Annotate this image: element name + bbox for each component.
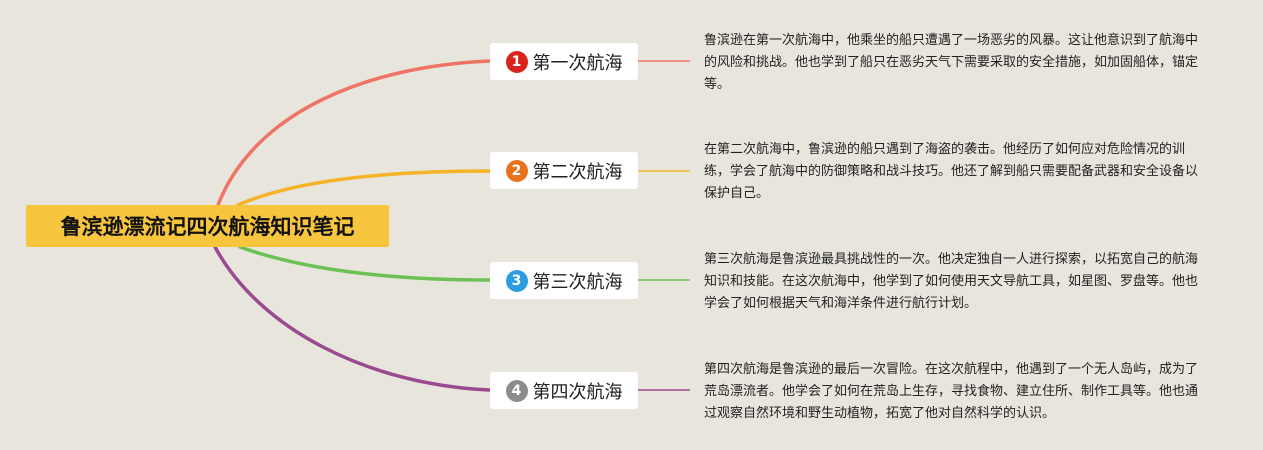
branch-1-connector <box>216 59 492 207</box>
central-topic[interactable]: 鲁滨逊漂流记四次航海知识笔记 <box>26 205 389 247</box>
branch-topic-3[interactable]: 3 第三次航海 <box>490 262 638 299</box>
branch-topic-2[interactable]: 2 第二次航海 <box>490 152 638 189</box>
number-badge-1-icon: 1 <box>505 50 528 73</box>
branch-topic-1[interactable]: 1 第一次航海 <box>490 43 638 80</box>
number-badge-3-icon: 3 <box>505 269 528 292</box>
branch-4-note[interactable]: 第四次航海是鲁滨逊的最后一次冒险。在这次航程中，他遇到了一个无人岛屿，成为了荒岛… <box>704 362 1199 421</box>
branch-3-note[interactable]: 第三次航海是鲁滨逊最具挑战性的一次。他决定独自一人进行探索，以拓宽自己的航海知识… <box>704 252 1199 311</box>
branch-topic-4-label: 第四次航海 <box>532 381 623 403</box>
branch-4-connector <box>213 245 492 392</box>
branch-topic-2-label: 第二次航海 <box>532 161 623 183</box>
branch-2-connector <box>236 169 492 207</box>
number-badge-2-icon: 2 <box>505 159 528 182</box>
branch-topic-1-label: 第一次航海 <box>532 52 623 74</box>
branch-topic-4[interactable]: 4 第四次航海 <box>490 372 638 409</box>
branch-topic-3-label: 第三次航海 <box>532 271 623 293</box>
branch-3-connector <box>238 245 492 282</box>
branch-2-note[interactable]: 在第二次航海中，鲁滨逊的船只遇到了海盗的袭击。他经历了如何应对危险情况的训练，学… <box>704 142 1199 201</box>
number-badge-4-icon: 4 <box>505 379 528 402</box>
branch-1-note[interactable]: 鲁滨逊在第一次航海中，他乘坐的船只遭遇了一场恶劣的风暴。这让他意识到了航海中的风… <box>704 33 1199 92</box>
